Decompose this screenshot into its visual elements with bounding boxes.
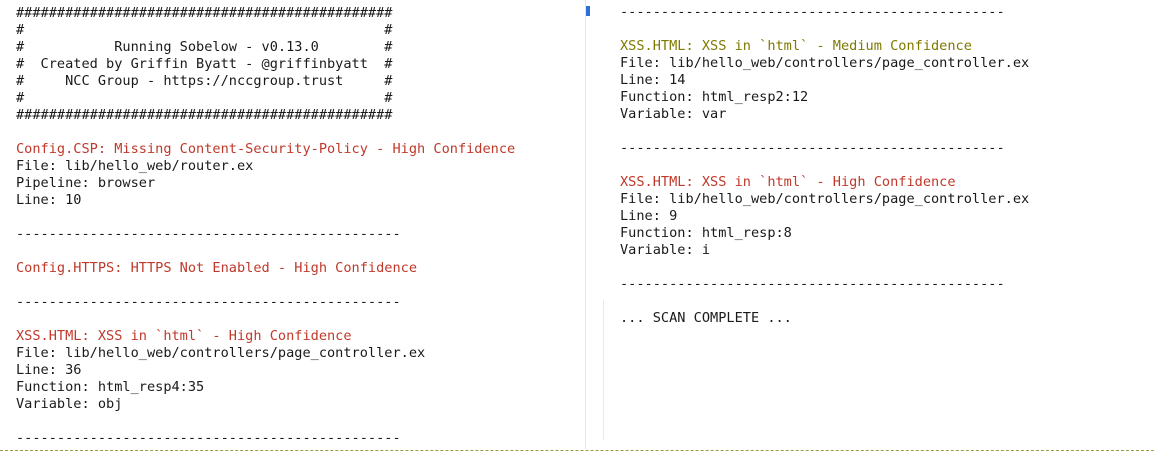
terminal-line: ----------------------------------------… (620, 140, 1005, 156)
terminal-line: ########################################… (16, 107, 393, 123)
terminal-line: ... SCAN COMPLETE ... (620, 310, 792, 326)
terminal-line: # Running Sobelow - v0.13.0 # (16, 39, 393, 55)
terminal-line: # Created by Griffin Byatt - @griffinbya… (16, 56, 393, 72)
terminal-line: File: lib/hello_web/controllers/page_con… (620, 191, 1030, 207)
terminal-line: Variable: var (620, 106, 727, 122)
terminal-output-right: ----------------------------------------… (620, 4, 1029, 327)
terminal-line: XSS.HTML: XSS in `html` - High Confidenc… (16, 328, 352, 344)
terminal-line: Pipeline: browser (16, 175, 156, 191)
terminal-pane-left[interactable]: ########################################… (0, 0, 584, 453)
terminal-line: # NCC Group - https://nccgroup.trust # (16, 73, 393, 89)
scroll-position-marker (586, 6, 590, 16)
pane-inner-divider (603, 300, 604, 440)
terminal-line: File: lib/hello_web/controllers/page_con… (16, 345, 426, 361)
terminal-line: ----------------------------------------… (16, 430, 401, 446)
terminal-line: File: lib/hello_web/router.ex (16, 158, 254, 174)
terminal-line: ----------------------------------------… (620, 4, 1005, 20)
terminal-line (620, 293, 1029, 310)
terminal-output-left: ########################################… (16, 5, 515, 447)
terminal-line (16, 124, 515, 141)
bottom-dashed-border (0, 450, 1154, 451)
terminal-line (620, 259, 1029, 276)
pane-divider[interactable] (585, 0, 586, 449)
terminal-line: ----------------------------------------… (620, 276, 1005, 292)
terminal-line (620, 21, 1029, 38)
terminal-line: Line: 36 (16, 362, 82, 378)
terminal-line: ----------------------------------------… (16, 294, 401, 310)
terminal-pane-right[interactable]: ----------------------------------------… (598, 0, 1154, 453)
terminal-line: Config.HTTPS: HTTPS Not Enabled - High C… (16, 260, 418, 276)
terminal-line (620, 157, 1029, 174)
terminal-line: Config.CSP: Missing Content-Security-Pol… (16, 141, 516, 157)
terminal-line: File: lib/hello_web/controllers/page_con… (620, 55, 1030, 71)
terminal-line: XSS.HTML: XSS in `html` - High Confidenc… (620, 174, 956, 190)
terminal-line (16, 413, 515, 430)
terminal-line: Variable: i (620, 242, 711, 258)
terminal-line: Line: 10 (16, 192, 82, 208)
terminal-line: XSS.HTML: XSS in `html` - Medium Confide… (620, 38, 972, 54)
terminal-line: Function: html_resp4:35 (16, 379, 205, 395)
terminal-line: Line: 9 (620, 208, 678, 224)
terminal-line (16, 209, 515, 226)
terminal-line: # # (16, 90, 393, 106)
terminal-line: Variable: obj (16, 396, 123, 412)
terminal-line (16, 243, 515, 260)
terminal-line: ########################################… (16, 5, 393, 21)
terminal-line (16, 277, 515, 294)
terminal-line: Function: html_resp:8 (620, 225, 792, 241)
terminal-line: ----------------------------------------… (16, 226, 401, 242)
terminal-line (620, 123, 1029, 140)
terminal-line: Function: html_resp2:12 (620, 89, 809, 105)
terminal-line: # # (16, 22, 393, 38)
terminal-line: Line: 14 (620, 72, 686, 88)
terminal-line (16, 311, 515, 328)
